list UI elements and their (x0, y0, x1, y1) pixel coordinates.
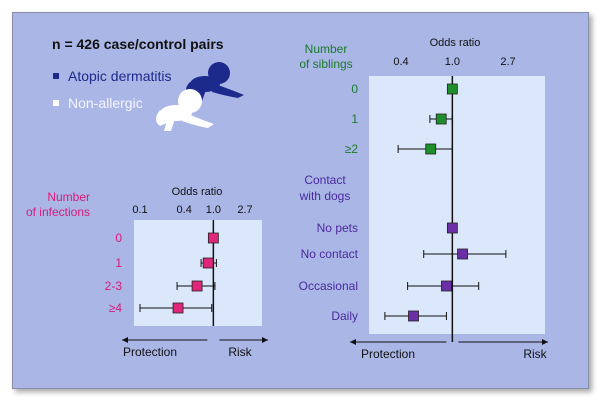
protection-label: Protection (123, 345, 177, 359)
legend-label-atopic: Atopic dermatitis (68, 68, 172, 84)
row-label-dogs-2: Occasional (299, 279, 358, 293)
risk-arrow-head (262, 337, 268, 343)
or-marker-infections-2 (191, 280, 203, 292)
baby-crawling-light-icon (156, 89, 214, 131)
siblings-group-title-line2: of siblings (299, 57, 352, 71)
legend-marker-nonallergic (53, 100, 59, 106)
or-marker-infections-3 (172, 302, 184, 314)
or-marker-infections-0 (207, 232, 219, 244)
row-label-infections-2: 2-3 (105, 279, 123, 293)
legend-label-nonallergic: Non-allergic (68, 95, 143, 111)
legend-marker-atopic (53, 73, 59, 79)
row-label-siblings-0: 0 (351, 82, 358, 96)
siblings-dogs-plot-area (369, 76, 545, 334)
tick-label-0-1: 0.1 (132, 204, 147, 216)
tick-label-2-7: 2.7 (500, 56, 515, 68)
dogs-group-title-line2: with dogs (299, 189, 351, 203)
tick-label-0-4: 0.4 (393, 56, 408, 68)
row-label-infections-1: 1 (115, 256, 122, 270)
tick-label-1-0: 1.0 (206, 204, 221, 216)
infections-group-title-line2: of infections (26, 205, 90, 219)
protection-arrow-head (350, 339, 356, 345)
slide-title: n = 426 case/control pairs (52, 36, 224, 52)
or-marker-dogs-3 (408, 310, 419, 322)
or-marker-siblings-2 (425, 143, 437, 155)
or-marker-infections-1 (202, 257, 214, 269)
or-marker-dogs-1 (457, 248, 468, 260)
protection-label: Protection (361, 347, 415, 361)
protection-arrow-head (122, 337, 128, 343)
infections-group-title-line1: Number (47, 190, 90, 204)
or-marker-dogs-0 (446, 222, 458, 234)
siblings-dogs-xlabel: Odds ratio (430, 37, 481, 49)
infections-xlabel: Odds ratio (172, 186, 223, 198)
row-label-siblings-1: 1 (351, 112, 358, 126)
siblings-dogs-forest-plot: 0.4 1.0 2.7 0 1 ≥2 No pets No contactOccasional… (299, 56, 548, 361)
row-label-dogs-3: Daily (331, 309, 358, 323)
dogs-group-title-line1: Contact (304, 173, 346, 187)
row-label-siblings-2: ≥2 (345, 142, 359, 156)
or-marker-dogs-2 (441, 280, 452, 292)
risk-label: Risk (228, 345, 252, 359)
risk-arrow-head (542, 339, 548, 345)
row-label-dogs-0: No pets (317, 221, 358, 235)
tick-label-1-0: 1.0 (445, 56, 460, 68)
row-label-infections-3: ≥4 (109, 301, 123, 315)
row-label-infections-0: 0 (115, 231, 122, 245)
tick-label-2-7: 2.7 (237, 204, 252, 216)
tick-label-0-4: 0.4 (177, 204, 192, 216)
infections-plot-area (134, 220, 262, 326)
or-marker-siblings-0 (446, 83, 458, 95)
or-marker-siblings-1 (435, 113, 447, 125)
row-label-dogs-1: No contact (301, 247, 359, 261)
risk-label: Risk (523, 347, 547, 361)
siblings-group-title-line1: Number (305, 42, 348, 56)
